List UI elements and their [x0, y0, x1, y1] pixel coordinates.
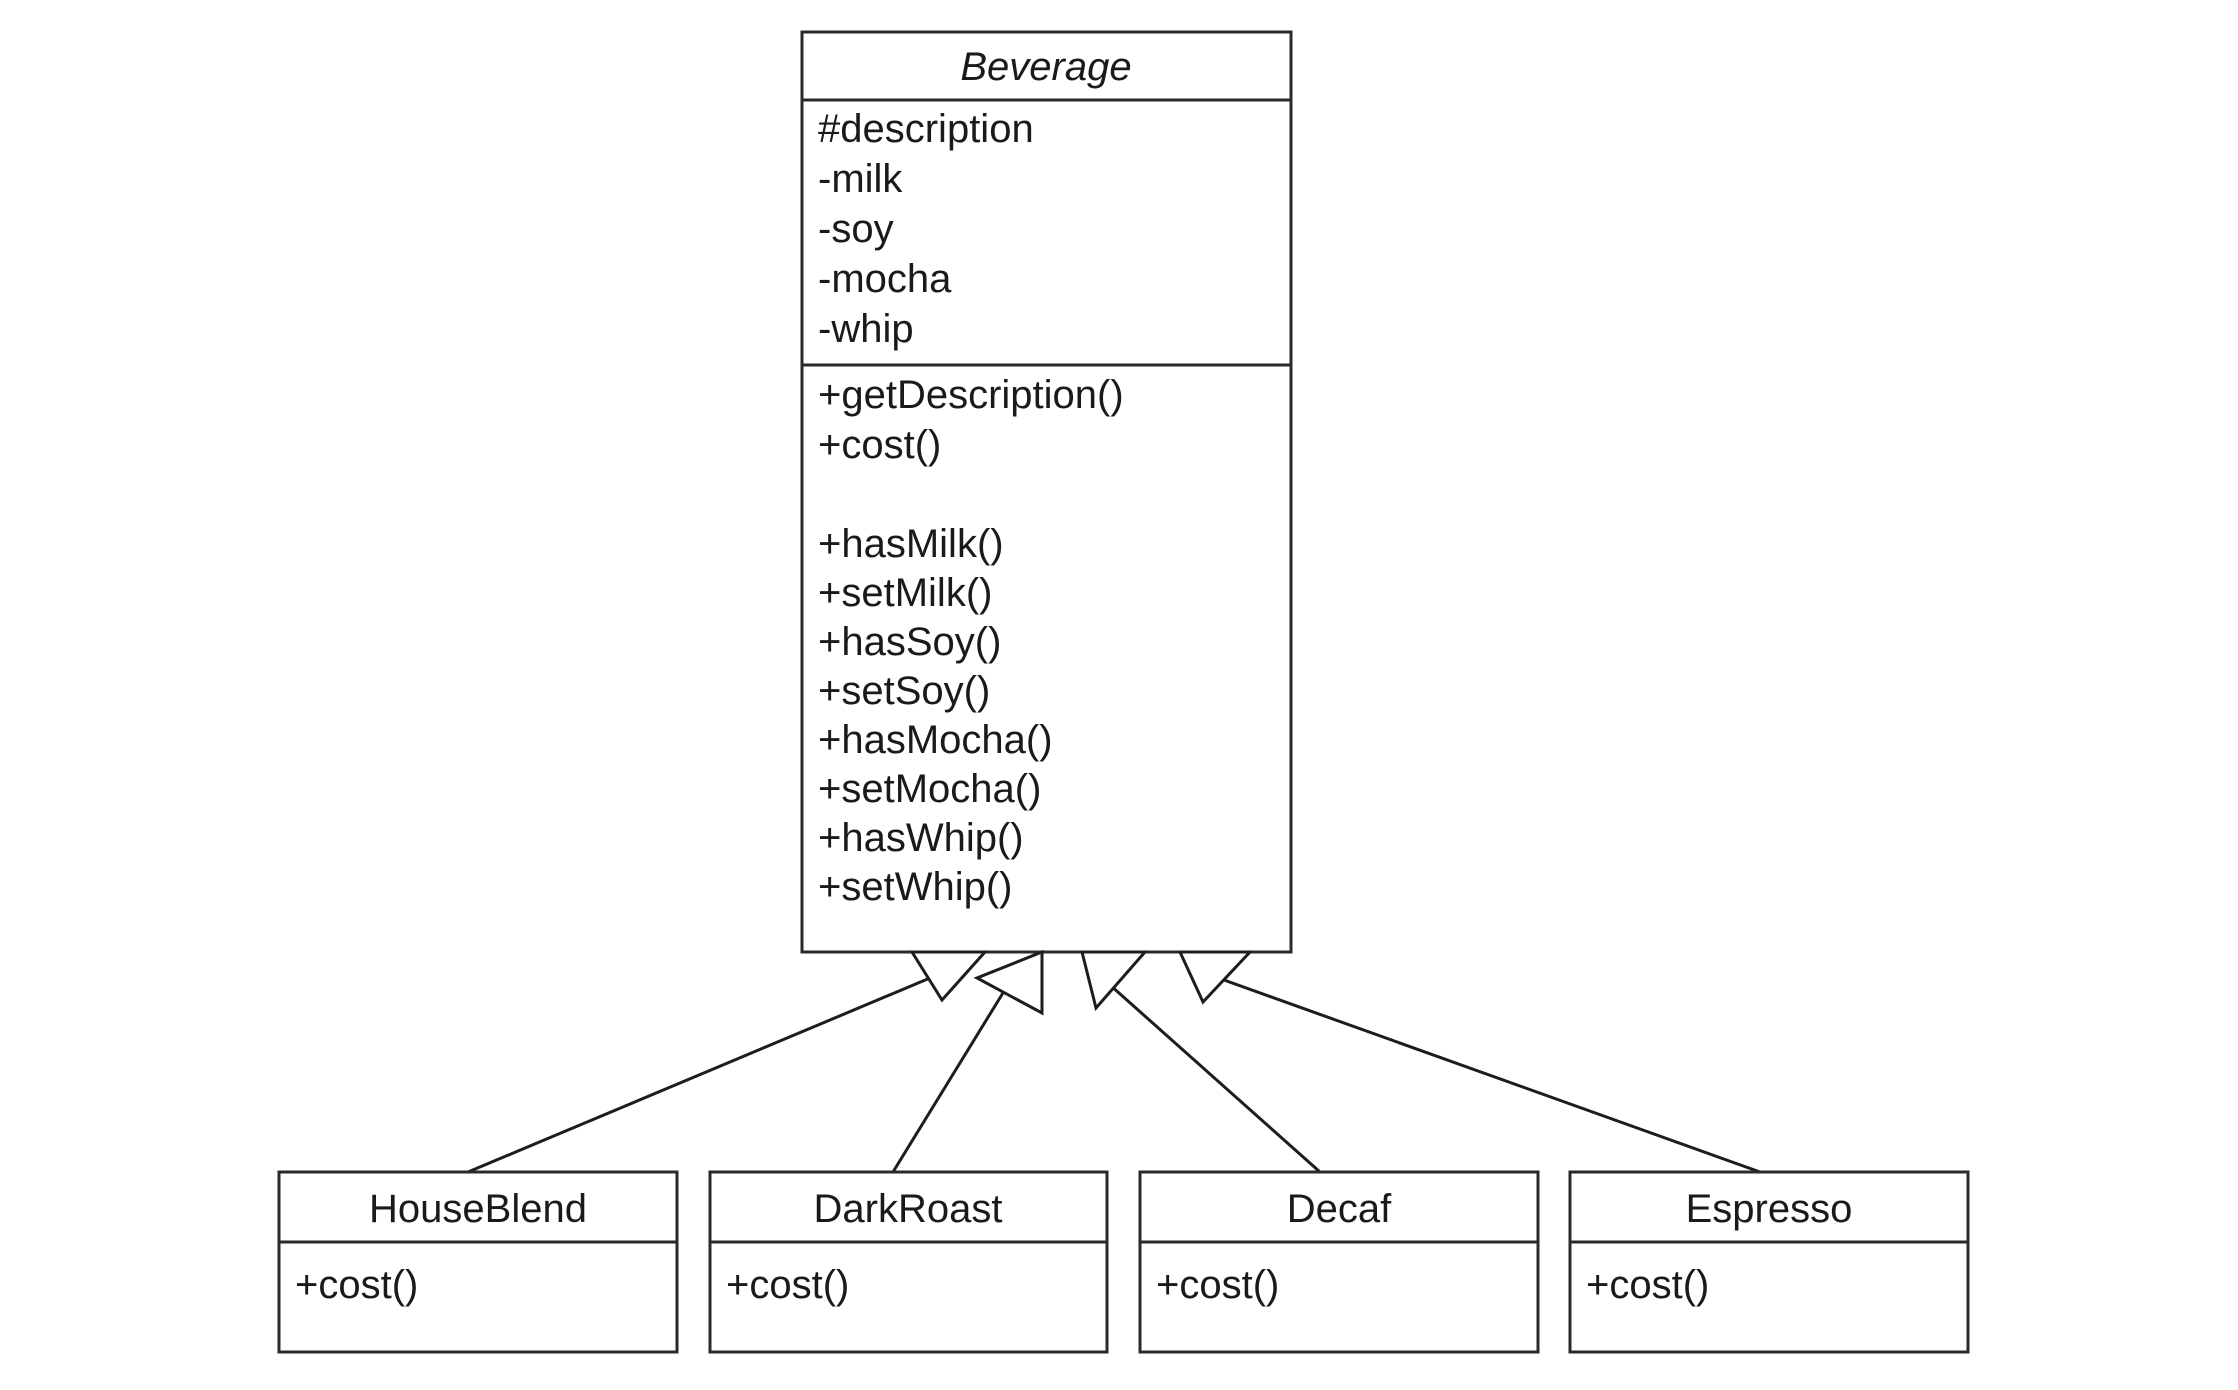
beverage-attribute: -mocha [818, 257, 952, 301]
inheritance-arrow-espresso-icon [1177, 950, 1254, 1005]
class-box-houseblend[interactable]: HouseBlend +cost() [277, 1170, 679, 1354]
class-box-decaf-outline [1138, 1170, 1540, 1354]
class-title-darkroast: DarkRoast [814, 1187, 1003, 1231]
inheritance-line-houseblend [467, 976, 931, 1174]
class-box-houseblend-outline [277, 1170, 679, 1354]
beverage-method: +setSoy() [818, 669, 990, 713]
class-title-espresso: Espresso [1686, 1187, 1853, 1231]
class-box-beverage[interactable]: Beverage #description -milk -soy -mocha … [800, 30, 1293, 954]
beverage-method: +setMocha() [818, 767, 1041, 811]
class-box-beverage-outline [800, 30, 1293, 954]
decaf-method: +cost() [1156, 1263, 1279, 1307]
class-box-espresso[interactable]: Espresso +cost() [1568, 1170, 1970, 1354]
class-box-decaf[interactable]: Decaf +cost() [1138, 1170, 1540, 1354]
beverage-attribute: -milk [818, 157, 903, 201]
beverage-method: +setMilk() [818, 571, 992, 615]
inheritance-line-espresso [1209, 973, 1761, 1174]
houseblend-method: +cost() [295, 1263, 418, 1307]
class-title-beverage: Beverage [960, 45, 1131, 89]
inheritance-connectors [467, 973, 1761, 1174]
inheritance-arrow-darkroast-icon [973, 949, 1044, 1016]
beverage-method: +setWhip() [818, 865, 1013, 909]
beverage-attribute: -soy [818, 207, 894, 251]
beverage-attribute: -whip [818, 307, 914, 351]
inheritance-line-darkroast [891, 987, 1008, 1173]
beverage-method: +hasMilk() [818, 522, 1004, 566]
beverage-method: +hasSoy() [818, 620, 1001, 664]
beverage-method: +cost() [818, 423, 941, 467]
beverage-method: +hasWhip() [818, 816, 1024, 860]
beverage-method: +hasMocha() [818, 718, 1053, 762]
class-box-espresso-outline [1568, 1170, 1970, 1354]
inheritance-arrowheads [909, 949, 1254, 1016]
inheritance-arrow-houseblend-icon [909, 950, 989, 1003]
beverage-attribute: #description [818, 107, 1034, 151]
inheritance-line-decaf [1109, 983, 1321, 1174]
inheritance-arrow-decaf-icon [1080, 950, 1149, 1012]
beverage-method: +getDescription() [818, 373, 1124, 417]
class-box-darkroast[interactable]: DarkRoast +cost() [708, 1170, 1109, 1354]
class-title-decaf: Decaf [1287, 1187, 1392, 1231]
espresso-method: +cost() [1586, 1263, 1709, 1307]
class-title-houseblend: HouseBlend [369, 1187, 587, 1231]
class-box-darkroast-outline [708, 1170, 1109, 1354]
darkroast-method: +cost() [726, 1263, 849, 1307]
